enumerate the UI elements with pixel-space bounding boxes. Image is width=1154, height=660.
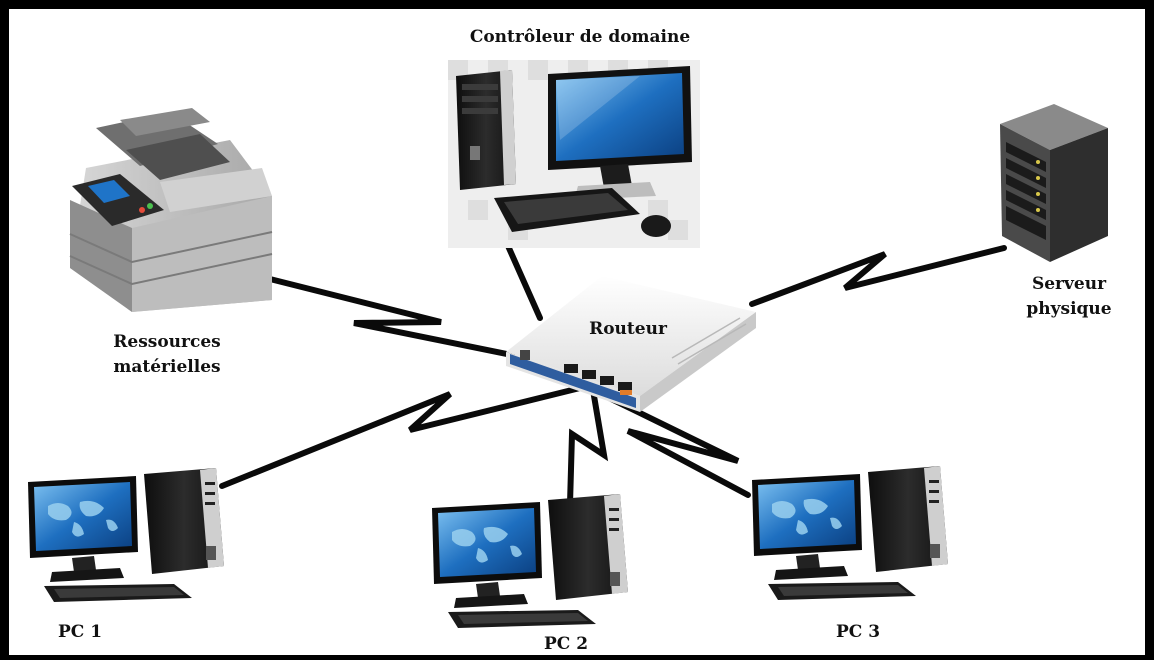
physical-server-label-line2: physique: [1026, 299, 1112, 319]
router-icon: [506, 276, 756, 561]
pc3-icon: [752, 466, 948, 600]
pc3-label: PC 3: [835, 622, 881, 642]
router-label: Routeur: [589, 319, 667, 339]
link-router-pc3: [594, 389, 751, 498]
link-router-printer: [255, 273, 515, 358]
server-rack-icon: [1000, 104, 1108, 262]
pc1-label: PC 1: [57, 622, 103, 642]
physical-server-label-line1: Serveur: [1031, 274, 1107, 294]
network-links: [219, 173, 1007, 507]
pc2-icon: [432, 494, 628, 628]
hardware-resources-label-line2: matérielles: [113, 357, 221, 377]
physical-server-label: Serveur physique: [1004, 272, 1134, 322]
pc2-label: PC 2: [543, 634, 589, 654]
printer-icon: [69, 108, 273, 312]
domain-controller-label: Contrôleur de domaine: [469, 27, 691, 47]
pc1-icon: [28, 468, 224, 602]
hardware-resources-label-line1: Ressources: [113, 332, 221, 352]
link-router-server: [749, 245, 1007, 307]
link-router-pc2: [567, 387, 609, 507]
link-router-pc1: [219, 385, 583, 489]
hardware-resources-label: Ressources matérielles: [92, 330, 242, 380]
domain-controller-icon: [448, 60, 700, 248]
